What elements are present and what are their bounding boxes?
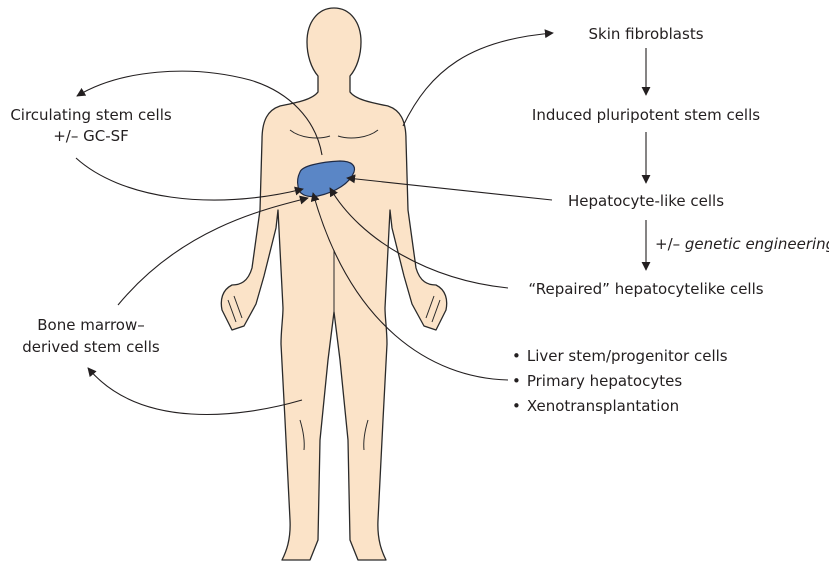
bullet-icon: • — [512, 372, 521, 390]
bullet-icon: • — [512, 397, 521, 415]
list-item-label: Xenotransplantation — [527, 397, 679, 415]
label-repaired-hepatocytelike-cells: “Repaired” hepatocytelike cells — [528, 280, 763, 298]
list-item-label: Liver stem/progenitor cells — [527, 347, 728, 365]
label-circulating-stem-cells: Circulating stem cells — [10, 106, 172, 124]
label-derived-stem-cells: derived stem cells — [22, 338, 160, 356]
arrow-body-to-skin-fibroblasts — [403, 33, 553, 126]
cell-sources-list: • Liver stem/progenitor cells • Primary he… — [512, 347, 728, 415]
label-hepatocyte-like-cells: Hepatocyte-like cells — [568, 192, 724, 210]
label-genetic-engineering: +/– genetic engineering — [655, 235, 829, 253]
genetic-engineering-text: genetic engineering — [685, 235, 829, 253]
list-item: • Primary hepatocytes — [512, 372, 682, 390]
label-bone-marrow: Bone marrow– — [37, 316, 144, 334]
list-item: • Xenotransplantation — [512, 397, 679, 415]
human-body — [221, 8, 446, 560]
label-skin-fibroblasts: Skin fibroblasts — [588, 25, 703, 43]
list-item: • Liver stem/progenitor cells — [512, 347, 728, 365]
genetic-prefix: +/– — [655, 235, 685, 253]
arrow-body-to-bone-marrow — [88, 368, 302, 414]
label-gcsf: +/– GC-SF — [53, 127, 129, 145]
label-induced-pluripotent-stem-cells: Induced pluripotent stem cells — [532, 106, 760, 124]
list-item-label: Primary hepatocytes — [527, 372, 682, 390]
bullet-icon: • — [512, 347, 521, 365]
